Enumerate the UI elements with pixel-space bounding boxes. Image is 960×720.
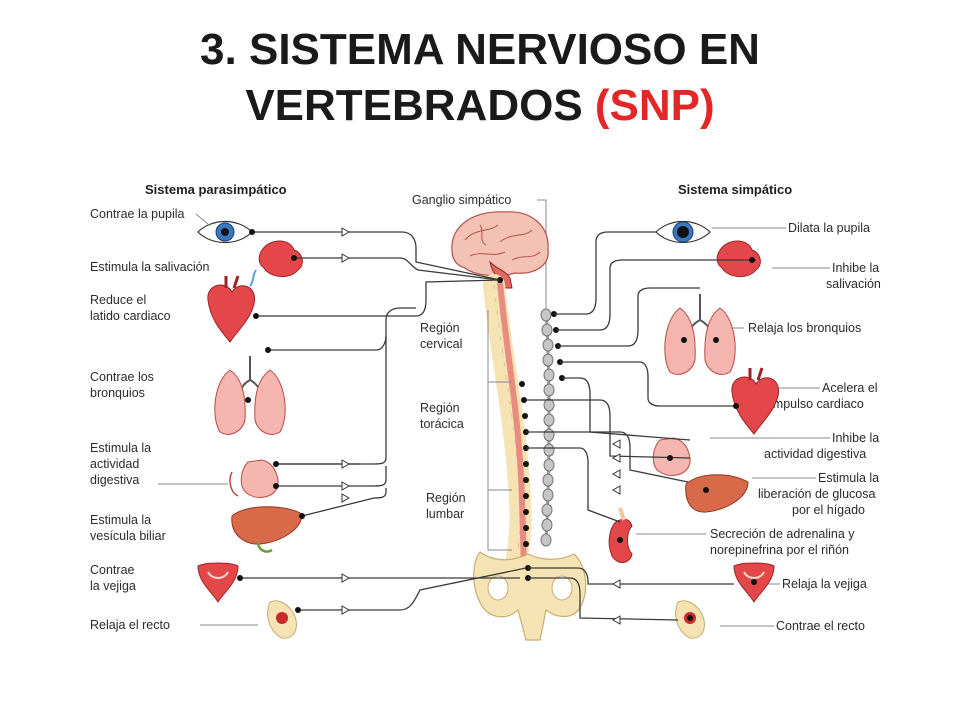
right-organ-nodes	[617, 229, 757, 621]
title-line-2: VERTEBRADOS	[245, 81, 595, 130]
label-glucosa-1: Estimula la	[818, 471, 879, 485]
label-dilata-pupila: Dilata la pupila	[788, 221, 870, 235]
left-eye	[197, 221, 253, 243]
sympathetic-header: Sistema simpático	[678, 182, 792, 197]
label-inhibe-salivacion-1: Inhibe la	[832, 261, 879, 275]
left-pointer-lines	[158, 213, 258, 626]
label-acelera-impulso-1: Acelera el	[822, 381, 878, 395]
nervous-system-diagram: Sistema parasimpático Sistema simpático …	[90, 182, 881, 641]
right-liver	[685, 474, 749, 513]
label-reduce-latido-2: latido cardiaco	[90, 309, 171, 323]
label-acelera-impulso-2: impulso cardiaco	[770, 397, 864, 411]
label-glucosa-2: liberación de glucosa	[758, 487, 875, 501]
right-salivary-gland	[716, 240, 761, 277]
label-adrenalina-2: norepinefrina por el riñón	[710, 543, 849, 557]
svg-text:Región: Región	[420, 401, 460, 415]
region-toracica: Región torácica	[420, 382, 512, 491]
right-lungs	[664, 294, 736, 375]
label-vesicula-1: Estimula la	[90, 513, 151, 527]
ganglion-pointer	[537, 199, 547, 310]
left-salivary-gland	[249, 240, 303, 287]
left-bladder	[197, 562, 239, 603]
label-adrenalina-1: Secreción de adrenalina y	[710, 527, 855, 541]
right-kidney	[608, 507, 633, 563]
left-heart	[207, 275, 256, 343]
label-reduce-latido-1: Reduce el	[90, 293, 146, 307]
spinal-cord	[497, 281, 527, 571]
sympathetic-ganglion-chain	[540, 308, 555, 547]
right-labels: Dilata la pupila Inhibe la salivación Re…	[710, 221, 881, 633]
right-pointer-lines	[636, 227, 830, 627]
label-contrae-pupila: Contrae la pupila	[90, 207, 185, 221]
right-ganglion-markers	[611, 439, 621, 625]
right-heart	[731, 367, 780, 435]
label-vesicula-2: vesícula biliar	[90, 529, 166, 543]
region-lumbar: Región lumbar	[426, 490, 512, 551]
label-contrae-recto: Contrae el recto	[776, 619, 865, 633]
slide-title: 3. SISTEMA NERVIOSO EN VERTEBRADOS (SNP)	[0, 22, 960, 134]
label-actividad-digestiva-3: digestiva	[90, 473, 139, 487]
label-inhibe-digestiva-2: actividad digestiva	[764, 447, 866, 461]
parasympathetic-header: Sistema parasimpático	[145, 182, 287, 197]
label-glucosa-3: por el hígado	[792, 503, 865, 517]
label-estimula-salivacion: Estimula la salivación	[90, 260, 210, 274]
svg-text:Región: Región	[420, 321, 460, 335]
svg-text:Región: Región	[426, 491, 466, 505]
pelvis	[473, 551, 587, 641]
left-organ-nodes	[237, 229, 305, 613]
left-ganglion-markers	[341, 227, 351, 615]
label-contrae-bronquios-1: Contrae los	[90, 370, 154, 384]
brain	[451, 211, 549, 289]
left-liver	[231, 506, 303, 553]
svg-text:torácica: torácica	[420, 417, 464, 431]
ganglion-header: Ganglio simpático	[412, 193, 511, 207]
label-contrae-vejiga-2: la vejiga	[90, 579, 136, 593]
label-actividad-digestiva-1: Estimula la	[90, 441, 151, 455]
label-contrae-vejiga-1: Contrae	[90, 563, 135, 577]
title-line-1: 3. SISTEMA NERVIOSO EN	[200, 25, 760, 74]
left-rectum	[267, 600, 297, 639]
left-lungs	[214, 356, 286, 435]
label-relaja-recto: Relaja el recto	[90, 618, 170, 632]
left-nerve-routes	[240, 231, 527, 611]
left-labels: Contrae la pupila Estimula la salivación…	[90, 207, 210, 632]
label-inhibe-digestiva-1: Inhibe la	[832, 431, 879, 445]
svg-text:cervical: cervical	[420, 337, 462, 351]
left-stomach	[229, 459, 279, 498]
label-contrae-bronquios-2: bronquios	[90, 386, 145, 400]
label-actividad-digestiva-2: actividad	[90, 457, 139, 471]
label-relaja-vejiga: Relaja la vejiga	[782, 577, 867, 591]
spinal-nodes	[497, 277, 565, 581]
label-relaja-bronquios: Relaja los bronquios	[748, 321, 861, 335]
right-nerve-routes	[526, 231, 756, 621]
svg-text:lumbar: lumbar	[426, 507, 464, 521]
label-inhibe-salivacion-2: salivación	[826, 277, 881, 291]
title-accent: (SNP)	[594, 81, 715, 130]
region-cervical: Región cervical	[420, 310, 512, 383]
